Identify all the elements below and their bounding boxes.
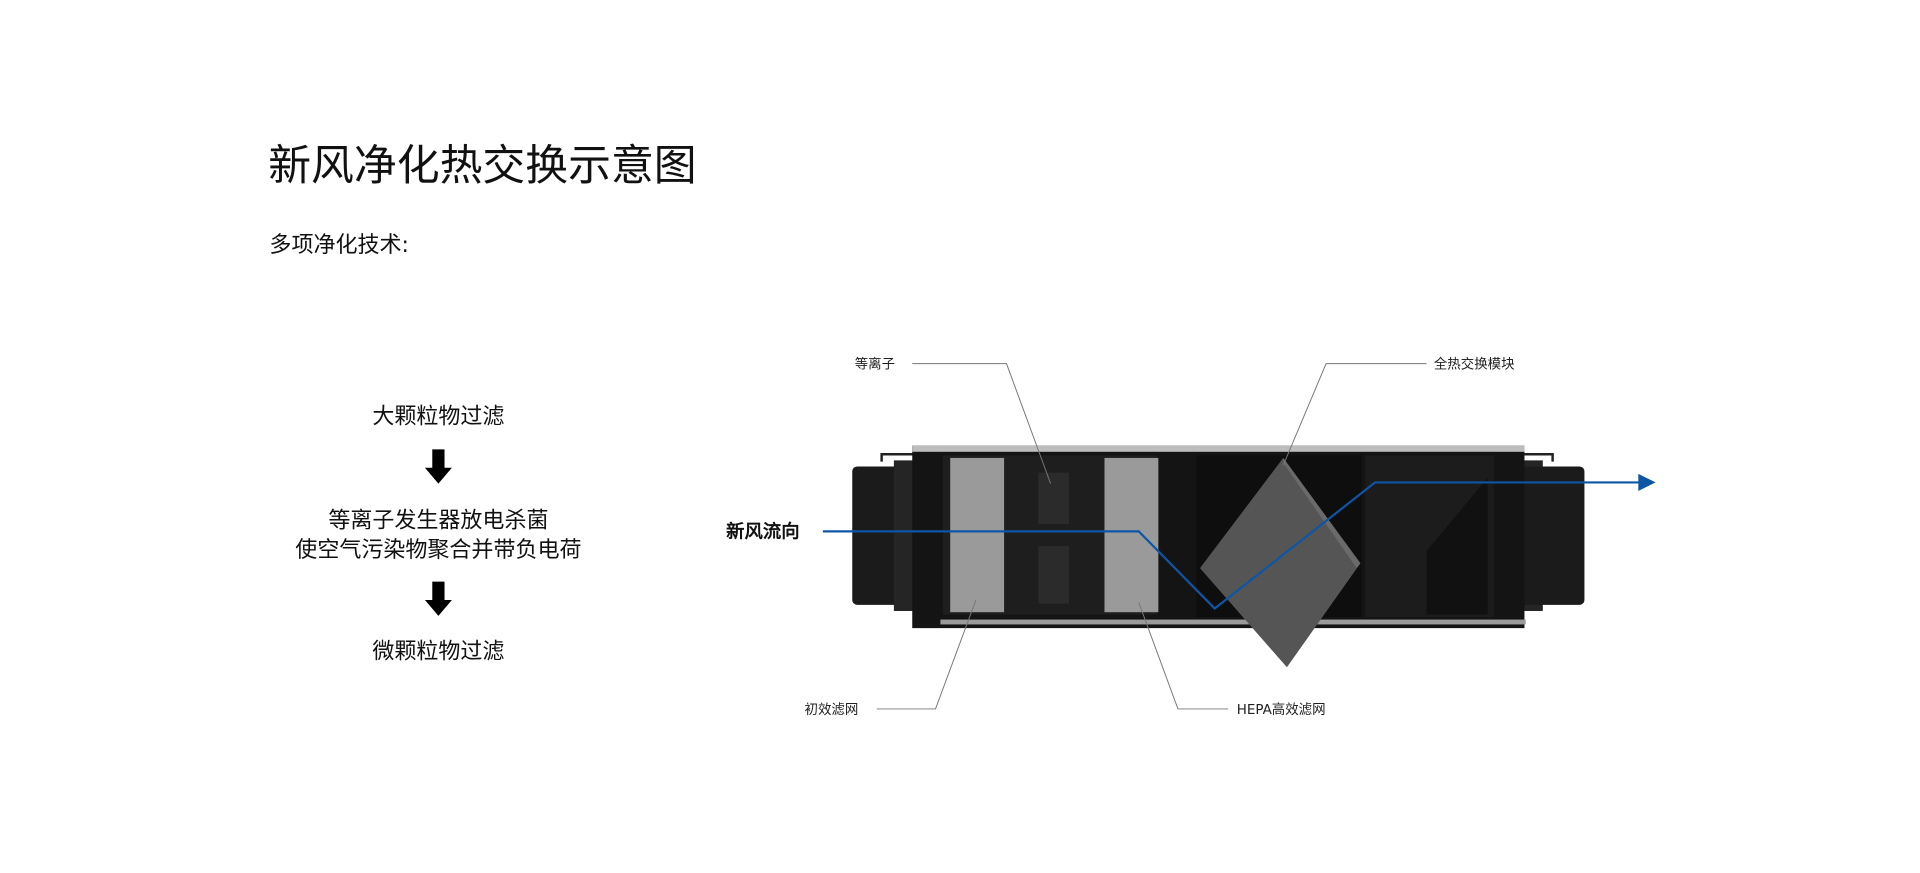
flow-step-1: 大颗粒物过滤: [372, 405, 504, 430]
flow-step-3: 微颗粒物过滤: [372, 640, 504, 665]
callouts: 等离子 全热交换模块 初效滤网 HEPA高效滤网: [805, 356, 1516, 718]
label-plasma: 等离子: [855, 356, 895, 373]
down-arrow-icon: [424, 449, 452, 484]
flow-step-2-line-2: 使空气污染物聚合并带负电荷: [295, 538, 581, 563]
label-hepa-filter: HEPA高效滤网: [1237, 701, 1326, 718]
airflow-label: 新风流向: [726, 521, 799, 543]
label-heat-exchange: 全热交换模块: [1434, 356, 1515, 373]
arrow-right-icon: [1638, 473, 1656, 491]
subtitle: 多项净化技术:: [269, 233, 409, 258]
plasma-module: [1038, 546, 1069, 604]
page-title: 新风净化热交换示意图: [268, 141, 696, 191]
flow-step-2-line-1: 等离子发生器放电杀菌: [328, 509, 548, 534]
primary-filter: [950, 457, 1005, 613]
airflow-line: [822, 481, 1641, 611]
purification-flow: 大颗粒物过滤 等离子发生器放电杀菌 使空气污染物聚合并带负电荷 微颗粒物过滤: [295, 405, 581, 665]
outlet-duct: [1520, 466, 1585, 605]
down-arrow-icon: [424, 581, 452, 616]
airflow-path: 新风流向: [726, 473, 1656, 611]
hepa-filter: [1104, 457, 1159, 613]
ventilation-unit-illustration: [852, 445, 1585, 668]
plasma-module: [1038, 472, 1069, 525]
label-primary-filter: 初效滤网: [805, 702, 859, 718]
